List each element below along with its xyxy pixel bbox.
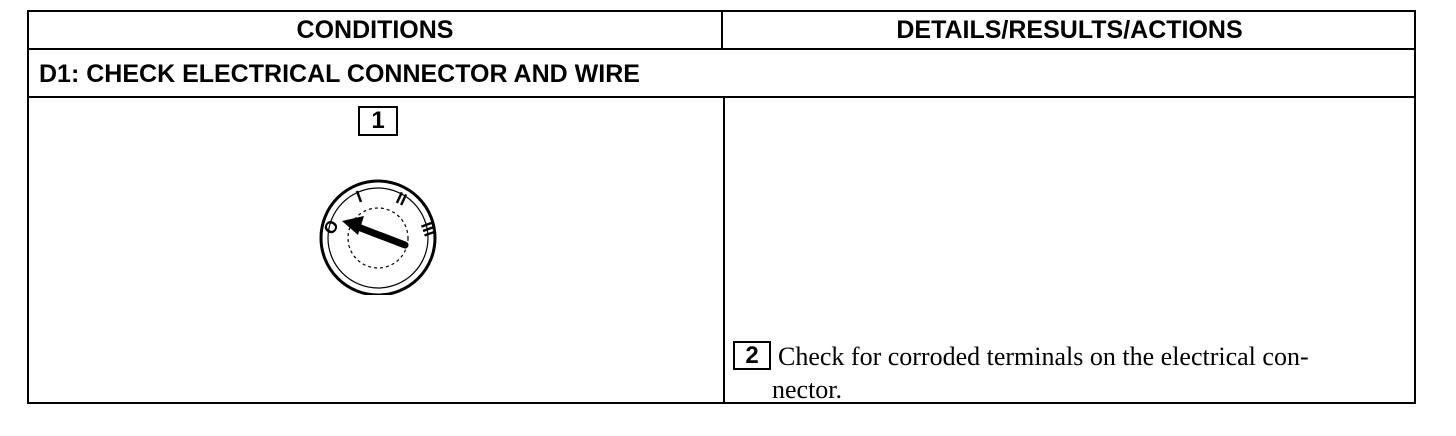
step-2-text: Check for corroded terminals on the elec… [748,340,1373,406]
header-divider [29,48,1414,50]
step-1-number: 1 [358,106,398,136]
header-details: DETAILS/RESULTS/ACTIONS [896,15,1243,44]
section-divider [29,96,1414,98]
step-2-text-line2: nector. [772,375,843,404]
header-conditions: CONDITIONS [29,12,723,48]
dial-label-1: I [354,187,365,206]
column-divider [723,98,725,402]
procedure-table: CONDITIONS DETAILS/RESULTS/ACTIONS D1: C… [27,10,1416,404]
section-title: D1: CHECK ELECTRICAL CONNECTOR AND WIRE [39,59,640,88]
ignition-switch-icon: O I II III [319,179,440,295]
step-2-text-line1: Check for corroded terminals on the elec… [778,342,1309,371]
dial-label-3: III [417,219,440,239]
step-2-number: 2 [733,341,771,370]
